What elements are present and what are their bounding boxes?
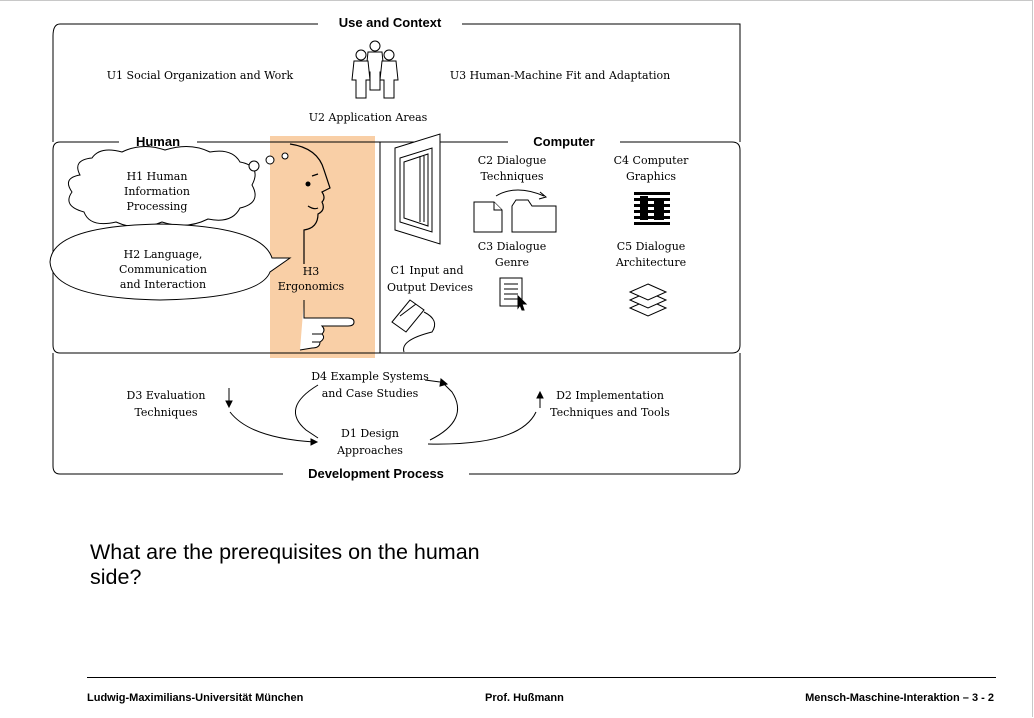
h2-label: H2 Language, Communication and Interacti… bbox=[119, 248, 207, 291]
svg-text:Approaches: Approaches bbox=[336, 444, 403, 457]
d4-label: D4 Example Systems and Case Studies bbox=[311, 370, 429, 400]
svg-text:H3: H3 bbox=[303, 265, 320, 278]
use-context-title: Use and Context bbox=[339, 15, 442, 30]
people-icon bbox=[351, 40, 399, 99]
footer-university: Ludwig-Maximilians-Universität München bbox=[87, 692, 304, 704]
form-icon bbox=[499, 277, 528, 311]
svg-text:Techniques: Techniques bbox=[480, 170, 543, 183]
svg-text:and Case Studies: and Case Studies bbox=[322, 387, 419, 400]
speech-bubble bbox=[49, 223, 292, 301]
thought-cloud bbox=[67, 146, 256, 228]
svg-text:Architecture: Architecture bbox=[615, 256, 686, 269]
d2-label: D2 Implementation Techniques and Tools bbox=[550, 389, 670, 419]
process-arrows bbox=[225, 378, 544, 446]
svg-text:D1 Design: D1 Design bbox=[341, 427, 399, 440]
c2-label: C2 Dialogue Techniques bbox=[478, 154, 547, 183]
question-text: What are the prerequisites on the human … bbox=[90, 540, 480, 589]
svg-text:Ergonomics: Ergonomics bbox=[278, 280, 345, 293]
footer-course: Mensch-Maschine-Interaktion – 3 - 2 bbox=[805, 692, 994, 704]
h1-label: H1 Human Information Processing bbox=[124, 170, 190, 213]
u1-label: U1 Social Organization and Work bbox=[107, 69, 294, 82]
footer-author: Prof. Hußmann bbox=[485, 692, 564, 704]
svg-text:Techniques and Tools: Techniques and Tools bbox=[550, 406, 670, 419]
svg-text:Genre: Genre bbox=[495, 256, 529, 269]
svg-text:Techniques: Techniques bbox=[134, 406, 197, 419]
graphics-icon bbox=[634, 192, 670, 225]
computer-frame bbox=[380, 141, 741, 354]
human-head-icon bbox=[289, 143, 331, 264]
h3-label: H3 Ergonomics bbox=[278, 265, 345, 293]
human-title: Human bbox=[136, 134, 180, 149]
d3-label: D3 Evaluation Techniques bbox=[127, 389, 206, 419]
d1-label: D1 Design Approaches bbox=[336, 427, 403, 457]
document-icon bbox=[473, 201, 503, 233]
footer-divider bbox=[87, 677, 996, 678]
monitor-icon bbox=[394, 133, 441, 245]
folder-icon bbox=[495, 189, 557, 233]
svg-text:Output Devices: Output Devices bbox=[387, 281, 473, 294]
c4-label: C4 Computer Graphics bbox=[614, 154, 689, 183]
svg-text:C4 Computer: C4 Computer bbox=[614, 154, 689, 167]
layers-icon bbox=[628, 283, 668, 317]
svg-text:and Interaction: and Interaction bbox=[120, 278, 206, 291]
svg-text:Information: Information bbox=[124, 185, 190, 198]
svg-text:C5 Dialogue: C5 Dialogue bbox=[617, 240, 686, 253]
c5-label: C5 Dialogue Architecture bbox=[615, 240, 686, 269]
svg-text:D4 Example Systems: D4 Example Systems bbox=[311, 370, 429, 383]
pointing-hand-icon bbox=[299, 300, 355, 351]
svg-text:C2 Dialogue: C2 Dialogue bbox=[478, 154, 547, 167]
computer-title: Computer bbox=[533, 134, 594, 149]
development-title: Development Process bbox=[308, 466, 444, 481]
svg-text:H1 Human: H1 Human bbox=[127, 170, 188, 183]
u3-label: U3 Human-Machine Fit and Adaptation bbox=[450, 69, 670, 82]
svg-text:Communication: Communication bbox=[119, 263, 207, 276]
svg-text:H2 Language,: H2 Language, bbox=[124, 248, 203, 261]
svg-text:Processing: Processing bbox=[127, 200, 188, 213]
svg-text:Graphics: Graphics bbox=[626, 170, 676, 183]
c1-label: C1 Input and Output Devices bbox=[387, 264, 473, 294]
use-context-frame bbox=[52, 23, 741, 142]
svg-text:C1 Input and: C1 Input and bbox=[390, 264, 463, 277]
svg-text:D2 Implementation: D2 Implementation bbox=[556, 389, 664, 402]
c3-label: C3 Dialogue Genre bbox=[478, 240, 547, 269]
svg-text:C3 Dialogue: C3 Dialogue bbox=[478, 240, 547, 253]
svg-text:D3 Evaluation: D3 Evaluation bbox=[127, 389, 206, 402]
human-frame bbox=[52, 141, 381, 354]
u2-label: U2 Application Areas bbox=[309, 111, 428, 124]
mouse-icon bbox=[391, 299, 436, 353]
